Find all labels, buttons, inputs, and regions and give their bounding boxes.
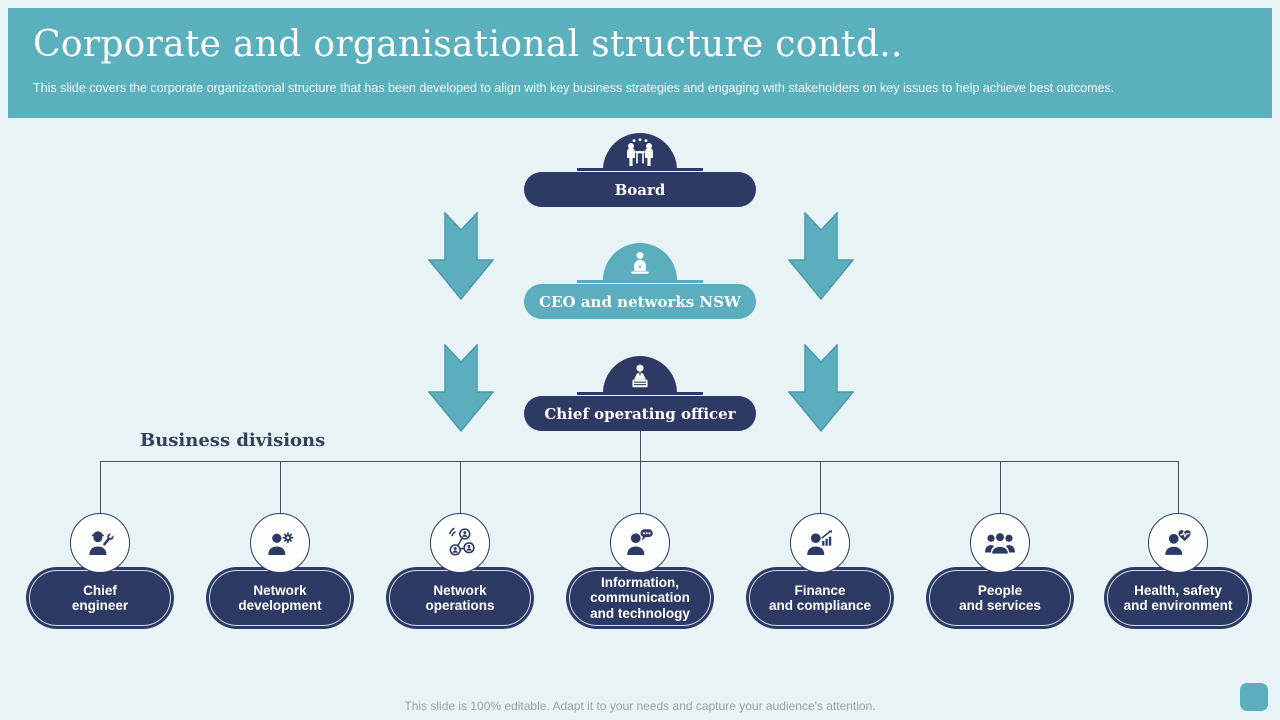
org-node-board: Board [524, 172, 756, 207]
meeting-icon [627, 138, 653, 166]
person-chart-icon [807, 530, 833, 555]
division-label: Finance and compliance [768, 582, 872, 614]
division-icon-circle [970, 513, 1030, 573]
division-icon-circle [790, 513, 850, 573]
section-label: Business divisions [140, 430, 326, 451]
connector-line [639, 431, 641, 513]
engineer-icon [89, 531, 114, 555]
person-laptop-icon [631, 251, 649, 274]
division-label: Health, safety and environment [1123, 582, 1233, 614]
org-node-label: Chief operating officer [544, 404, 736, 423]
connector-line [819, 461, 821, 513]
division-label: Information, communication and technolog… [590, 574, 690, 621]
page-title: Corporate and organisational structure c… [33, 24, 903, 65]
person-heart-icon [1165, 530, 1191, 555]
board-bar [577, 168, 703, 171]
division-label: People and services [959, 582, 1041, 614]
org-node-label: CEO and networks NSW [539, 292, 741, 311]
org-node-coo: Chief operating officer [524, 396, 756, 431]
coo-bar [577, 392, 703, 395]
connector-line [1177, 461, 1179, 513]
org-node-people-services: People and services [926, 567, 1074, 629]
org-node-ceo: CEO and networks NSW [524, 284, 756, 319]
connector-line [999, 461, 1001, 513]
division-label: Chief engineer [71, 582, 129, 614]
org-node-label: Board [614, 180, 666, 199]
division-icon-circle [430, 513, 490, 573]
person-desk-icon [632, 364, 648, 388]
header-band: Corporate and organisational structure c… [8, 8, 1272, 118]
down-arrow [788, 212, 854, 300]
down-arrow [428, 212, 494, 300]
board-dome [603, 133, 677, 170]
page-subtitle: This slide covers the corporate organiza… [33, 81, 1115, 95]
division-label: Network operations [425, 582, 495, 614]
connector-line [99, 461, 101, 513]
connector-line [279, 461, 281, 513]
coo-dome [603, 356, 677, 393]
footer-note: This slide is 100% editable. Adapt it to… [404, 699, 876, 713]
corner-accent-chip [1240, 683, 1268, 711]
connector-line [100, 461, 1178, 462]
org-node-network-development: Network development [206, 567, 354, 629]
down-arrow [428, 344, 494, 432]
division-icon-circle [70, 513, 130, 573]
people-group-icon [985, 531, 1015, 555]
division-icon-circle [250, 513, 310, 573]
down-arrow [788, 344, 854, 432]
person-chat-icon [627, 529, 653, 555]
division-icon-circle [1148, 513, 1208, 573]
connector-line [459, 461, 461, 513]
org-node-finance-compliance: Finance and compliance [746, 567, 894, 629]
org-node-network-operations: Network operations [386, 567, 534, 629]
person-gear-icon [268, 532, 294, 555]
org-node-chief-engineer: Chief engineer [26, 567, 174, 629]
division-label: Network development [238, 582, 322, 614]
ceo-bar [577, 280, 703, 283]
ceo-dome [603, 243, 677, 280]
network-icon [448, 527, 475, 556]
org-node-health-safety: Health, safety and environment [1104, 567, 1252, 629]
division-icon-circle [610, 513, 670, 573]
org-node-ict: Information, communication and technolog… [566, 567, 714, 629]
